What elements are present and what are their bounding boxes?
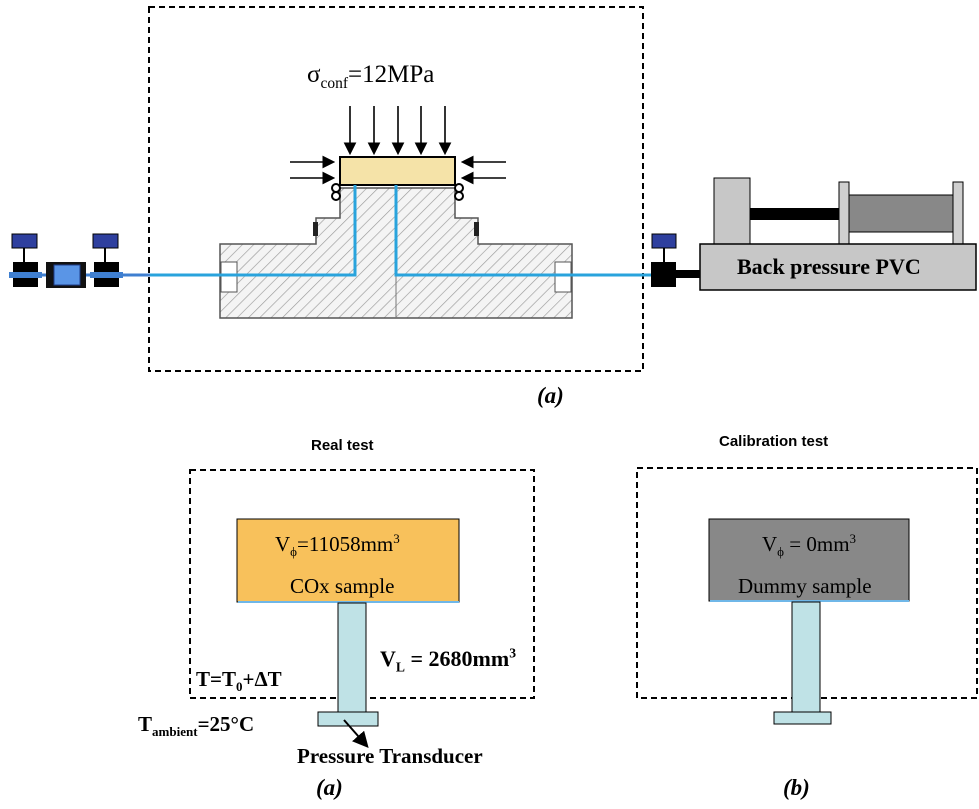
temperature-label: T=T0+ΔT (196, 667, 282, 694)
dummy-volume-sup: 3 (849, 531, 857, 546)
seal-left (313, 222, 318, 236)
stress-symbol: σ (307, 61, 321, 88)
bottom-left-caption: (a) (316, 775, 343, 800)
o-ring-right-2 (454, 191, 464, 201)
cox-sample-label: COx sample (290, 574, 395, 598)
cell-right-port (554, 261, 572, 293)
valve-2 (90, 233, 123, 287)
stress-subscript: conf (320, 75, 349, 92)
line-volume-sub: L (395, 659, 405, 675)
dummy-volume-sub: ϕ (777, 544, 785, 560)
sample-yellow (339, 156, 456, 186)
cox-volume-prefix: V (275, 532, 291, 556)
dummy-sample-label: Dummy sample (738, 574, 872, 598)
line-volume-sup: 3 (509, 645, 516, 661)
top-dashed-frame (148, 6, 644, 372)
temperature-sub: 0 (235, 679, 243, 695)
calibration-transducer (773, 711, 832, 725)
cox-volume-sub: ϕ (290, 544, 298, 560)
temperature-value: +ΔT (242, 667, 282, 691)
cox-volume-value: =11058mm (297, 532, 394, 556)
line-volume-prefix: V (380, 646, 396, 671)
cox-volume-label: Vϕ=11058mm3 (275, 531, 400, 558)
back-pressure-pvc-label: Back pressure PVC (737, 254, 921, 279)
real-test-stem (337, 602, 367, 713)
ambient-sub: ambient (152, 724, 198, 740)
line-volume-value: = 2680mm (404, 646, 510, 671)
bottom-right-caption: (b) (783, 775, 810, 800)
o-ring-left-2 (331, 191, 341, 201)
dummy-volume-value: = 0mm (784, 532, 850, 556)
back-pressure-pvc (699, 177, 977, 291)
real-test-title: Real test (311, 437, 374, 454)
o-ring-left-1 (331, 183, 341, 193)
pvc-connector (676, 270, 700, 278)
transducer-pointer-arrow (343, 719, 369, 749)
cox-volume-sup: 3 (393, 531, 400, 546)
valve-1 (9, 233, 42, 287)
pressure-transducer-label: Pressure Transducer (297, 744, 483, 768)
dummy-volume-label: Vϕ = 0mm3 (762, 531, 857, 558)
cell-left-port (220, 261, 238, 293)
confining-stress-label: σconf=12MPa (307, 61, 435, 91)
drainage-line-right (394, 185, 651, 277)
axial-stress-arrows (343, 106, 452, 156)
seal-right (474, 222, 479, 236)
lateral-stress-arrows (290, 155, 506, 185)
top-caption: (a) (537, 383, 564, 408)
flow-meter (46, 262, 86, 288)
line-volume-label: VL = 2680mm3 (380, 645, 516, 673)
calibration-test-title: Calibration test (719, 433, 829, 450)
o-ring-right-1 (454, 183, 464, 193)
drainage-line-left (150, 185, 357, 277)
dummy-sample-block (708, 518, 910, 602)
dummy-volume-prefix: V (762, 532, 778, 556)
ambient-temperature-label: Tambient=25°C (138, 712, 255, 739)
valve-3 (651, 233, 677, 287)
temperature-prefix: T=T (196, 667, 236, 691)
calibration-stem (791, 601, 821, 713)
stress-value: =12MPa (348, 61, 435, 88)
cox-sample-block (236, 518, 460, 603)
ambient-prefix: T (138, 712, 153, 736)
ambient-value: =25°C (197, 712, 255, 736)
